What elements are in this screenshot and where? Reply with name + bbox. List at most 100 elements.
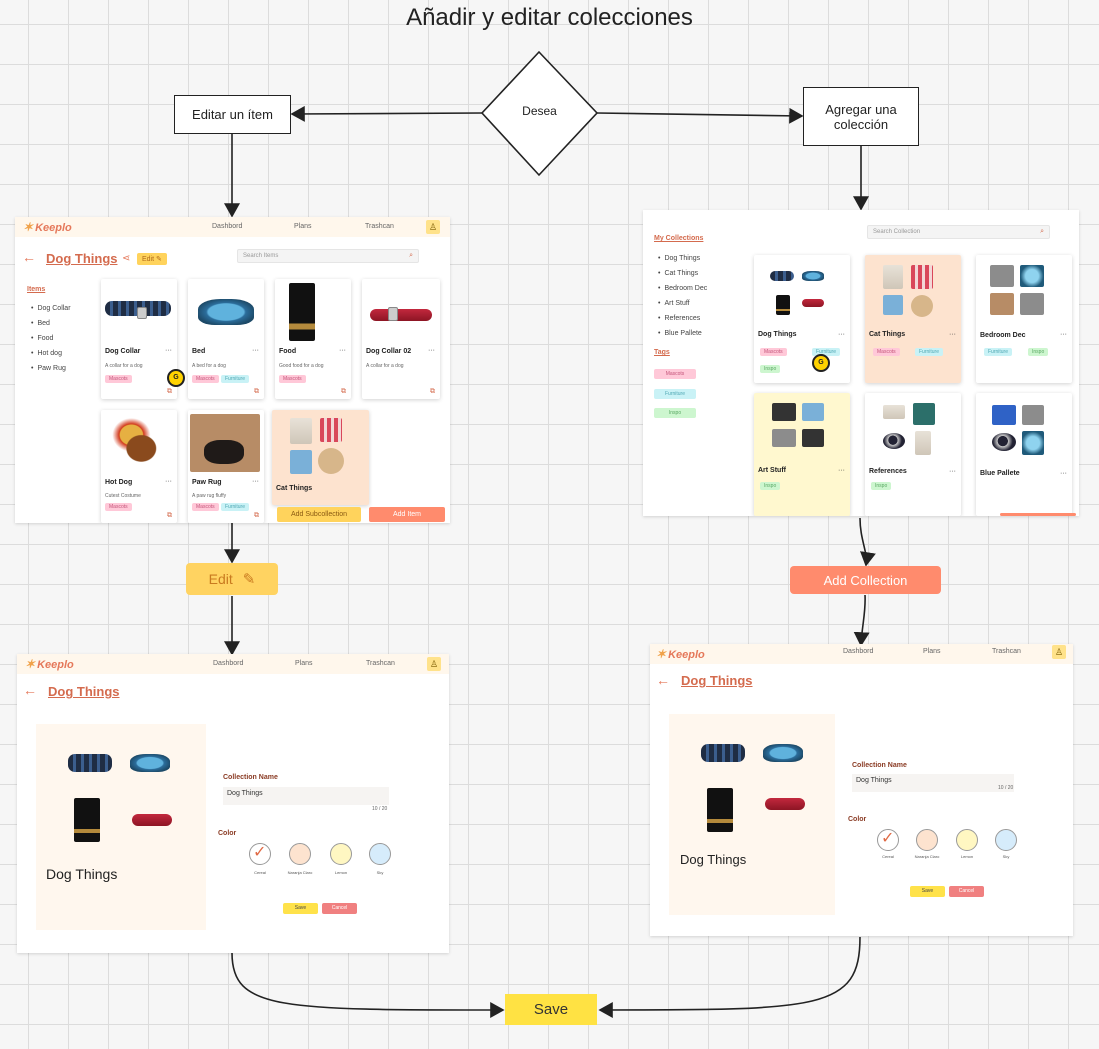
sidebar-item[interactable]: Dog Collar [31,305,70,320]
add-collection-button-edge[interactable] [1000,513,1076,516]
sidebar-item[interactable]: Bedroom Dec [658,285,707,300]
tag-chip[interactable]: Mascots [105,375,132,383]
tag-chip[interactable]: Inspo [760,365,781,373]
search-input[interactable]: Search Items⌕ [237,249,419,263]
user-icon[interactable]: ♙ [426,220,440,234]
more-icon[interactable]: ··· [949,468,956,475]
nav-dashboard[interactable]: Dashbord [843,648,874,655]
open-external-icon[interactable]: ⧉ [254,388,259,395]
nav-trashcan[interactable]: Trashcan [992,648,1021,655]
more-icon[interactable]: ··· [949,331,956,338]
tag-chip[interactable]: Furniture [915,348,944,356]
more-icon[interactable]: ··· [1060,331,1067,338]
back-arrow-icon[interactable]: ← [22,249,36,265]
item-card[interactable]: Dog Collar ··· A collar for a dog Mascot… [101,279,177,399]
item-card[interactable]: Bed ··· A bed for a dog Mascots Furnitur… [188,279,264,399]
tag-chip[interactable]: Inspo [1028,348,1049,356]
item-card[interactable]: Hot Dog ··· Cutest Costume Mascots ⧉ [101,410,177,523]
sidebar-item[interactable]: Art Stuff [658,300,707,315]
sidebar-item[interactable]: Food [31,335,71,350]
nav-plans[interactable]: Plans [923,648,941,655]
more-icon[interactable]: ··· [838,331,845,338]
collection-card[interactable]: References ··· Inspo [865,393,961,516]
open-external-icon[interactable]: ⧉ [430,388,435,395]
item-card[interactable]: Food ··· Good food for a dog Mascots ⧉ [275,279,351,399]
open-external-icon[interactable]: ⧉ [167,512,172,519]
open-external-icon[interactable]: ⧉ [341,388,346,395]
tag-chip[interactable]: Furniture [221,375,250,383]
edit-button[interactable]: Edit ✎ [186,563,278,595]
collection-name-field[interactable]: Dog Things [852,774,1014,792]
tag-chip[interactable]: Furniture [812,348,841,356]
more-icon[interactable]: ··· [252,478,259,485]
more-icon[interactable]: ··· [165,347,172,354]
tag-chip[interactable]: Mascots [192,503,219,511]
sidebar-item[interactable]: Hot dog [31,350,71,365]
collection-card[interactable]: Cat Things ··· Mascots Furniture [865,255,961,383]
more-icon[interactable]: ··· [1060,470,1067,477]
sidebar-item[interactable]: Dog Things [658,255,707,270]
swatch-cereal[interactable]: ✓ [877,829,899,851]
swatch-lemon[interactable] [956,829,978,851]
swatch-sky[interactable] [369,843,391,865]
user-icon[interactable]: ♙ [1052,645,1066,659]
tag-chip[interactable]: Mascots [873,348,900,356]
more-icon[interactable]: ··· [165,478,172,485]
more-icon[interactable]: ··· [838,467,845,474]
tag-chip[interactable]: Mascots [279,375,306,383]
add-item-button[interactable]: Add Item [369,507,445,522]
nav-plans[interactable]: Plans [295,660,313,667]
nav-trashcan[interactable]: Trashcan [366,660,395,667]
sidebar-item[interactable]: References [658,315,707,330]
tag-chip[interactable]: Mascots [192,375,219,383]
nav-trashcan[interactable]: Trashcan [365,223,394,230]
tag-chip[interactable]: Inspo [760,482,781,490]
more-icon[interactable]: ··· [428,347,435,354]
edit-chip[interactable]: Edit ✎ [137,253,167,265]
form-cancel-button[interactable]: Cancel [949,886,984,897]
swatch-sky[interactable] [995,829,1017,851]
add-subcollection-button[interactable]: Add Subcollection [277,507,361,522]
open-external-icon[interactable]: ⧉ [254,512,259,519]
tag-filter-inspo[interactable]: Inspo [654,408,696,418]
nav-dashboard[interactable]: Dashbord [213,660,244,667]
tag-chip[interactable]: Furniture [221,503,250,511]
sidebar-item[interactable]: Cat Things [658,270,707,285]
more-icon[interactable]: ··· [339,347,346,354]
tag-filter-mascots[interactable]: Mascots [654,369,696,379]
sidebar-item[interactable]: Bed [31,320,71,335]
subcollection-card[interactable]: Cat Things [272,410,369,505]
share-icon[interactable]: ⋖ [122,253,131,264]
back-arrow-icon[interactable]: ← [656,672,670,688]
collection-name-field[interactable]: Dog Things [223,787,389,805]
more-icon[interactable]: ··· [252,347,259,354]
item-card[interactable]: Dog Collar 02 ··· A collar for a dog ⧉ [362,279,440,399]
collection-card[interactable]: Dog Things ··· Mascots Furniture Inspo [754,255,850,383]
swatch-naranja-claro[interactable] [916,829,938,851]
tag-filter-furniture[interactable]: Furniture [654,389,696,399]
collection-card[interactable]: Blue Pallete ··· [976,393,1072,516]
swatch-naranja-claro[interactable] [289,843,311,865]
collection-card[interactable]: Bedroom Dec ··· Furniture Inspo [976,255,1072,383]
tag-chip[interactable]: Mascots [105,503,132,511]
form-cancel-button[interactable]: Cancel [322,903,357,914]
nav-plans[interactable]: Plans [294,223,312,230]
search-input[interactable]: Search Collection⌕ [867,225,1050,239]
swatch-cereal[interactable]: ✓ [249,843,271,865]
swatch-lemon[interactable] [330,843,352,865]
collection-card[interactable]: Art Stuff ··· Inspo [754,393,850,516]
sidebar-item[interactable]: Blue Pallete [658,330,707,345]
add-collection-button[interactable]: Add Collection [790,566,941,594]
back-arrow-icon[interactable]: ← [23,682,37,698]
item-card[interactable]: Paw Rug ··· A paw rug fluffy Mascots Fur… [188,410,264,523]
nav-dashboard[interactable]: Dashbord [212,223,243,230]
save-button[interactable]: Save [505,994,597,1025]
open-external-icon[interactable]: ⧉ [167,388,172,395]
form-save-button[interactable]: Save [283,903,318,914]
user-icon[interactable]: ♙ [427,657,441,671]
tag-chip[interactable]: Inspo [871,482,892,490]
tag-chip[interactable]: Mascots [760,348,787,356]
sidebar-item[interactable]: Paw Rug [31,365,71,380]
tag-chip[interactable]: Furniture [984,348,1013,356]
form-save-button[interactable]: Save [910,886,945,897]
